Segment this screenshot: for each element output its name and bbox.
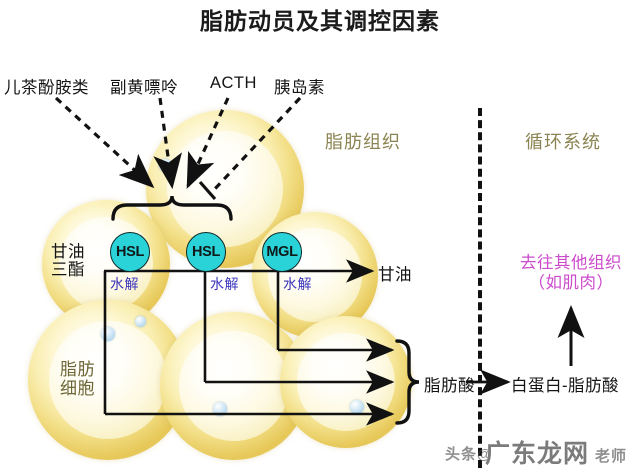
destination-label: 去往其他组织 （如肌肉） bbox=[505, 254, 637, 294]
substrate-line-2: 三酯 bbox=[51, 261, 85, 280]
region-label-circulation: 循环系统 bbox=[525, 132, 601, 152]
fat-cell-label-line-2: 细胞 bbox=[60, 379, 95, 399]
hormone-label-acth: ACTH bbox=[210, 74, 257, 92]
enzyme-hsl-2[interactable]: HSL bbox=[186, 232, 226, 272]
hydrolysis-label-3: 水解 bbox=[283, 276, 312, 292]
product-label-fatty-acid: 脂肪酸 bbox=[424, 377, 475, 395]
watermark-prefix: 头条@ bbox=[445, 446, 493, 463]
product-label-albumin-fatty-acid: 白蛋白-脂肪酸 bbox=[511, 377, 619, 395]
lipid-droplet bbox=[213, 402, 227, 416]
page-title: 脂肪动员及其调控因素 bbox=[200, 8, 440, 34]
hydrolysis-label-1: 水解 bbox=[110, 276, 139, 292]
watermark: 头条@ 广东龙网 老师 bbox=[445, 432, 635, 468]
fat-cell-label-line-1: 脂肪 bbox=[60, 360, 95, 379]
lipid-droplet bbox=[350, 400, 364, 414]
destination-line-2: （如肌肉） bbox=[528, 273, 614, 292]
watermark-suffix: 老师 bbox=[595, 448, 628, 465]
region-label-adipose-tissue: 脂肪组织 bbox=[325, 132, 401, 152]
compartment-divider bbox=[478, 108, 482, 468]
substrate-label-triglyceride: 甘油 三酯 bbox=[51, 243, 85, 280]
fat-cell bbox=[28, 300, 188, 460]
fat-cell-label: 脂肪 细胞 bbox=[60, 360, 95, 398]
substrate-line-1: 甘油 bbox=[51, 243, 85, 261]
watermark-brand: 广东龙网 bbox=[485, 440, 590, 468]
hormone-label-catecholamines: 儿茶酚胺类 bbox=[4, 79, 89, 97]
destination-line-1: 去往其他组织 bbox=[520, 254, 622, 272]
hydrolysis-label-2: 水解 bbox=[210, 276, 239, 292]
product-label-glycerol: 甘油 bbox=[378, 266, 412, 284]
lipid-droplet bbox=[135, 316, 146, 327]
hormone-label-paraxanthine: 副黄嘌呤 bbox=[110, 79, 178, 97]
enzyme-mgl[interactable]: MGL bbox=[262, 232, 302, 272]
hormone-label-insulin: 胰岛素 bbox=[274, 79, 325, 97]
enzyme-hsl-1[interactable]: HSL bbox=[110, 232, 150, 272]
